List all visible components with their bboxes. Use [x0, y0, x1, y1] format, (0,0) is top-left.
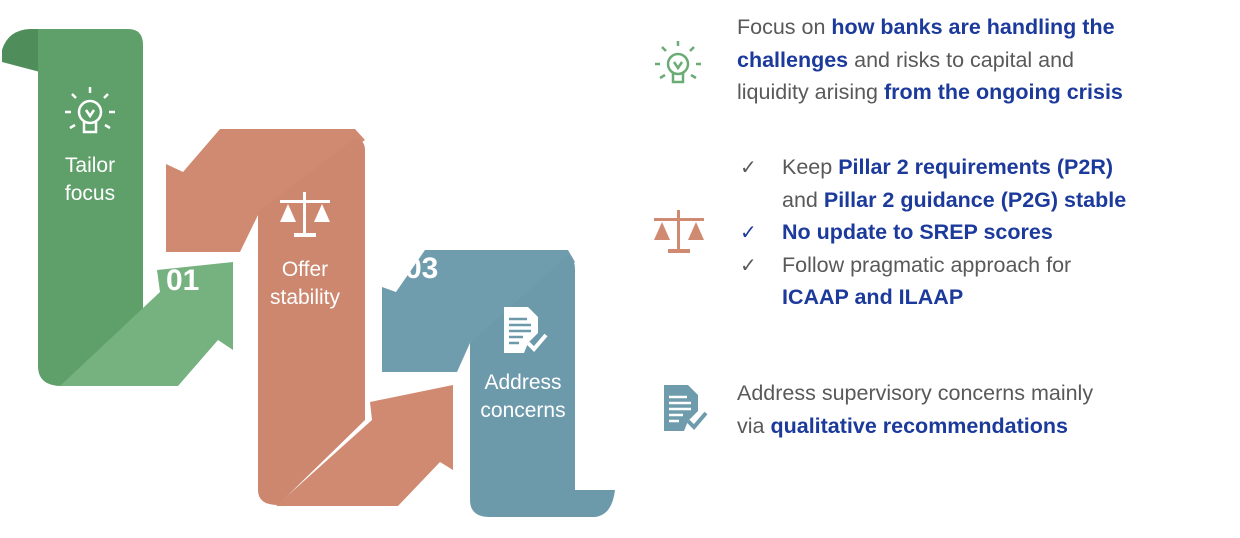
scales-icon	[280, 192, 330, 237]
step-2-label-line1: Offer	[281, 258, 329, 281]
scales-icon-orange	[654, 210, 704, 253]
highlight: challenges	[737, 47, 849, 72]
highlight: from the ongoing crisis	[883, 80, 1123, 104]
green-ribbon-curl	[2, 29, 40, 72]
blue-arrow-03	[382, 250, 575, 372]
focus-description: Focus on how banks are handling the chal…	[737, 11, 1123, 109]
step-1-label: Tailor focus	[40, 152, 140, 208]
check-icon: ✓	[740, 222, 757, 244]
step-1-label-line2: focus	[64, 182, 116, 205]
step-1-number: 01	[166, 264, 200, 297]
lightbulb-icon-green	[655, 41, 701, 84]
step-2-number: 02	[370, 368, 404, 401]
stability-item-1: Keep Pillar 2 requirements (P2R)	[782, 151, 1126, 184]
text: and risks to capital and	[848, 47, 1075, 72]
step-3-label: Address concerns	[468, 369, 578, 425]
concerns-description: Address supervisory concerns mainly via …	[737, 377, 1093, 442]
text: liquidity arising	[737, 80, 884, 104]
check-icon: ✓	[740, 255, 757, 277]
step-1-label-line1: Tailor	[64, 154, 116, 177]
highlight: ICAAP and ILAAP	[782, 285, 964, 309]
orange-arrow-02	[276, 385, 453, 506]
text: via	[737, 413, 771, 438]
highlight: qualitative recommendations	[770, 413, 1068, 438]
check-icon: ✓	[740, 157, 757, 179]
step-3-label-line2: concerns	[480, 399, 566, 422]
green-arrow-01	[60, 262, 233, 386]
text: Follow pragmatic approach for	[782, 252, 1072, 277]
step-3-label-line1: Address	[484, 371, 562, 394]
highlight: Pillar 2 guidance (P2G) stable	[823, 187, 1127, 212]
highlight: Pillar 2 requirements (P2R)	[838, 155, 1114, 179]
green-ribbon-strip	[38, 29, 143, 386]
text: Keep	[782, 155, 839, 179]
step-2-label-line2: stability	[269, 286, 341, 309]
text: Address supervisory concerns mainly	[737, 381, 1094, 405]
stability-item-2: No update to SREP scores	[782, 216, 1126, 249]
step-3-number: 03	[405, 252, 439, 285]
document-check-icon-blue	[664, 385, 708, 431]
orange-ribbon-strip	[258, 138, 365, 505]
stability-list: Keep Pillar 2 requirements (P2R) and Pil…	[782, 151, 1126, 314]
orange-arrow-top	[166, 129, 365, 252]
step-2-label: Offer stability	[255, 256, 355, 312]
lightbulb-icon	[65, 87, 115, 134]
document-check-icon	[504, 307, 548, 353]
stability-item-3: Follow pragmatic approach for	[782, 249, 1126, 282]
ribbon-diagram	[2, 29, 615, 517]
text: and	[782, 187, 824, 212]
highlight: how banks are handling the	[831, 15, 1115, 39]
highlight: No update to SREP scores	[782, 220, 1053, 244]
text: Focus on	[737, 15, 832, 39]
